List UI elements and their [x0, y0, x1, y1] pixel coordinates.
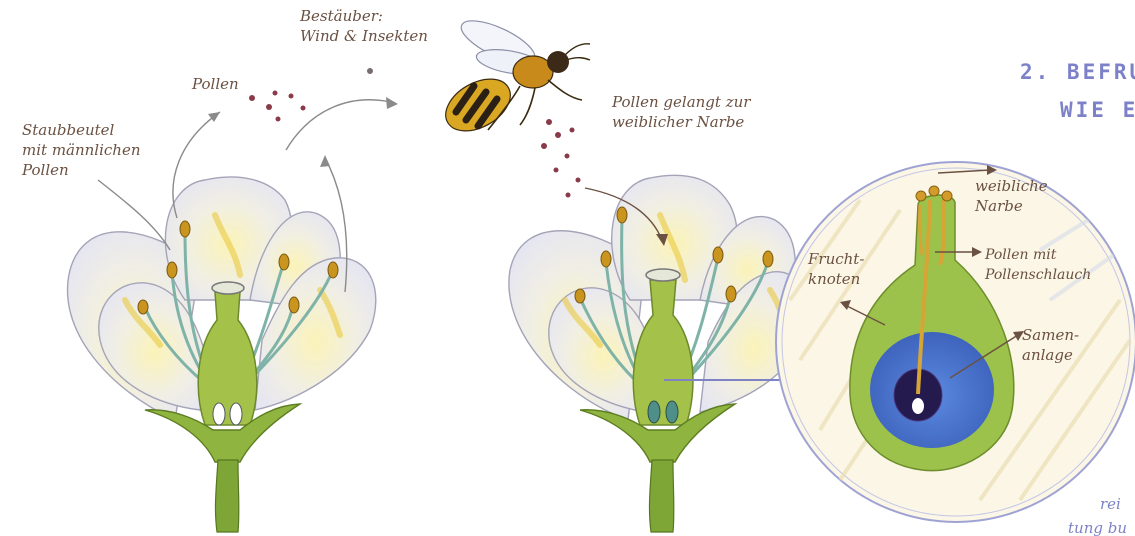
pollinators-label-line-2: Wind & Insekten [300, 26, 428, 46]
section-heading: 2. BEFRUC [1020, 60, 1135, 84]
stigma-label-line-2: Narbe [975, 196, 1048, 216]
ovule-label: Samen- anlage [1022, 325, 1079, 365]
pollen-label: Pollen [192, 74, 239, 94]
pollen-label-text: Pollen [192, 74, 239, 94]
magnifier-circle [776, 162, 1135, 522]
stigma-label: weibliche Narbe [975, 176, 1048, 216]
ovule-label-line-2: anlage [1022, 345, 1079, 365]
magnified-stigma-pollen-1 [916, 191, 926, 201]
magnified-stigma-pollen-2 [929, 186, 939, 196]
stigma-label-line-1: weibliche [975, 176, 1048, 196]
bee-thorax [513, 56, 553, 88]
pollen-to-stigma-label-line-1: Pollen gelangt zur [612, 92, 750, 112]
left-ovule-1 [213, 403, 225, 425]
ovule-label-line-1: Samen- [1022, 325, 1079, 345]
pollen-to-stigma-label: Pollen gelangt zur weiblicher Narbe [612, 92, 750, 132]
magnified-stigma-pollen-3 [942, 191, 952, 201]
left-stigma [212, 282, 244, 294]
left-flower [68, 177, 376, 532]
pollen-tube-label: Pollen mit Pollenschlauch [985, 245, 1091, 285]
bee-illustration [437, 12, 590, 141]
section-heading-line-1: 2. BEFRUC [1020, 60, 1135, 84]
anther-label-line-2: mit männlichen [22, 140, 141, 160]
ovary-label-line-1: Frucht- [808, 249, 864, 269]
right-stigma [646, 269, 680, 281]
right-flower [509, 175, 808, 532]
ovary-label-line-2: knoten [808, 269, 864, 289]
cut-off-text-1: rei [1100, 494, 1135, 514]
ovary-label: Frucht- knoten [808, 249, 864, 289]
magnified-egg-cell [912, 398, 924, 414]
right-ovule-2 [666, 401, 678, 423]
left-pistil [198, 292, 257, 425]
left-stem [215, 460, 238, 532]
left-ovule-2 [230, 403, 242, 425]
section-heading-line-2: WIE EI [1060, 98, 1135, 122]
bee-antennae [565, 44, 590, 60]
pollen-tube-label-line-2: Pollenschlauch [985, 265, 1091, 285]
pollen-tube-label-line-1: Pollen mit [985, 245, 1091, 265]
pollinators-label-line-1: Bestäuber: [300, 6, 428, 26]
section-heading-second: WIE EI [1060, 98, 1135, 122]
cut-off-text-2: tung bu [1068, 518, 1135, 536]
pollinators-label: Bestäuber: Wind & Insekten [300, 6, 428, 46]
right-pistil [633, 280, 693, 425]
pollen-to-stigma-label-line-2: weiblicher Narbe [612, 112, 750, 132]
right-stem [649, 460, 673, 532]
anther-label-line-1: Staubbeutel [22, 120, 141, 140]
anther-label-line-3: Pollen [22, 160, 141, 180]
cut-off-text-2-content: tung bu [1068, 518, 1135, 536]
right-ovule-1 [648, 401, 660, 423]
cut-off-text-1-content: rei [1100, 494, 1135, 514]
anther-label: Staubbeutel mit männlichen Pollen [22, 120, 141, 180]
